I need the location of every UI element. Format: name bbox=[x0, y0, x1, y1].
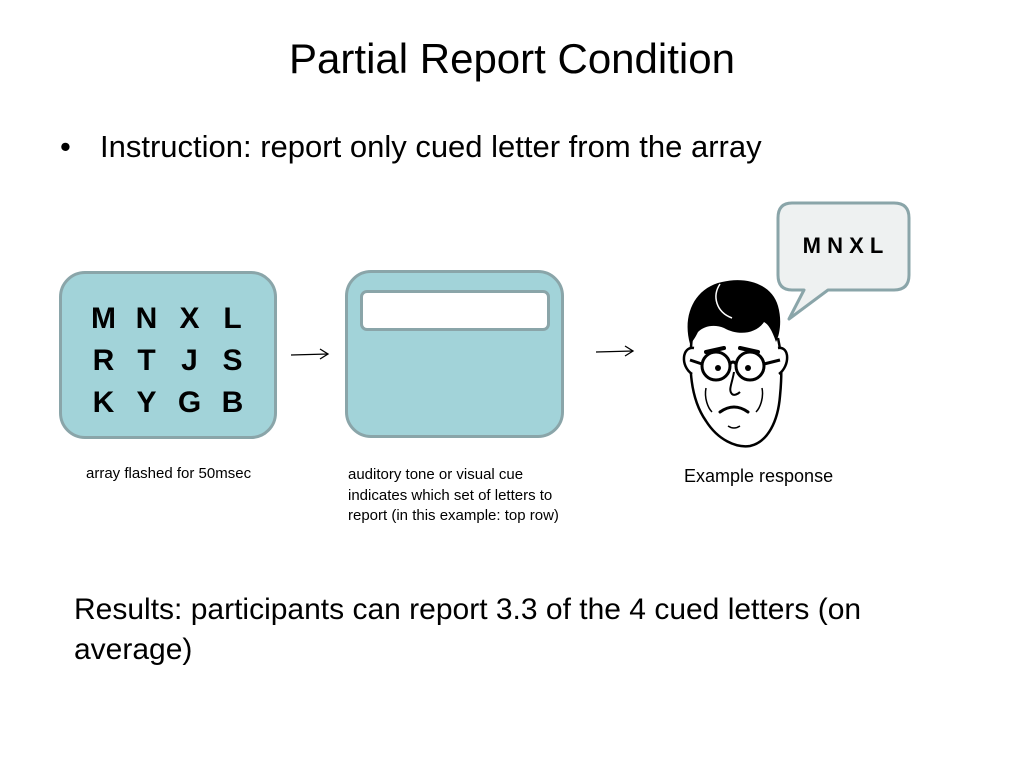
array-letter: B bbox=[221, 386, 244, 419]
array-letter: X bbox=[179, 302, 200, 335]
array-letter: R bbox=[92, 344, 115, 377]
cartoon-face-icon bbox=[682, 280, 789, 448]
cue-highlight-bar bbox=[360, 290, 550, 331]
letter-grid: M N X L R T J S K Y G B bbox=[62, 298, 274, 424]
array-letter: N bbox=[135, 302, 158, 335]
array-letter: S bbox=[222, 344, 243, 377]
array-letter: G bbox=[177, 386, 202, 419]
cue-card bbox=[345, 270, 564, 438]
array-letter: M bbox=[91, 302, 116, 335]
speech-bubble-icon bbox=[776, 201, 911, 321]
letter-row-2: R T J S bbox=[62, 340, 274, 382]
letter-array-card: M N X L R T J S K Y G B bbox=[59, 271, 277, 439]
instruction-text: Instruction: report only cued letter fro… bbox=[100, 129, 762, 164]
arrow-right-icon bbox=[595, 345, 635, 357]
instruction-bullet: • Instruction: report only cued letter fr… bbox=[60, 128, 762, 166]
speech-bubble-text: M N X L bbox=[802, 233, 884, 258]
arrow-right-icon bbox=[290, 348, 330, 360]
results-text: Results: participants can report 3.3 of … bbox=[74, 593, 862, 666]
array-letter: Y bbox=[136, 386, 157, 419]
response-caption: Example response bbox=[684, 466, 834, 486]
array-letter: L bbox=[223, 302, 242, 335]
bullet-symbol: • bbox=[60, 129, 71, 164]
array-letter: J bbox=[181, 344, 198, 377]
cue-caption: auditory tone or visual cue indicates wh… bbox=[348, 466, 559, 524]
letter-row-3: K Y G B bbox=[62, 382, 274, 424]
array-caption: array flashed for 50msec bbox=[86, 465, 252, 482]
slide-title: Partial Report Condition bbox=[289, 35, 735, 82]
letter-row-1: M N X L bbox=[62, 298, 274, 340]
array-letter: T bbox=[137, 344, 156, 377]
array-letter: K bbox=[92, 386, 115, 419]
